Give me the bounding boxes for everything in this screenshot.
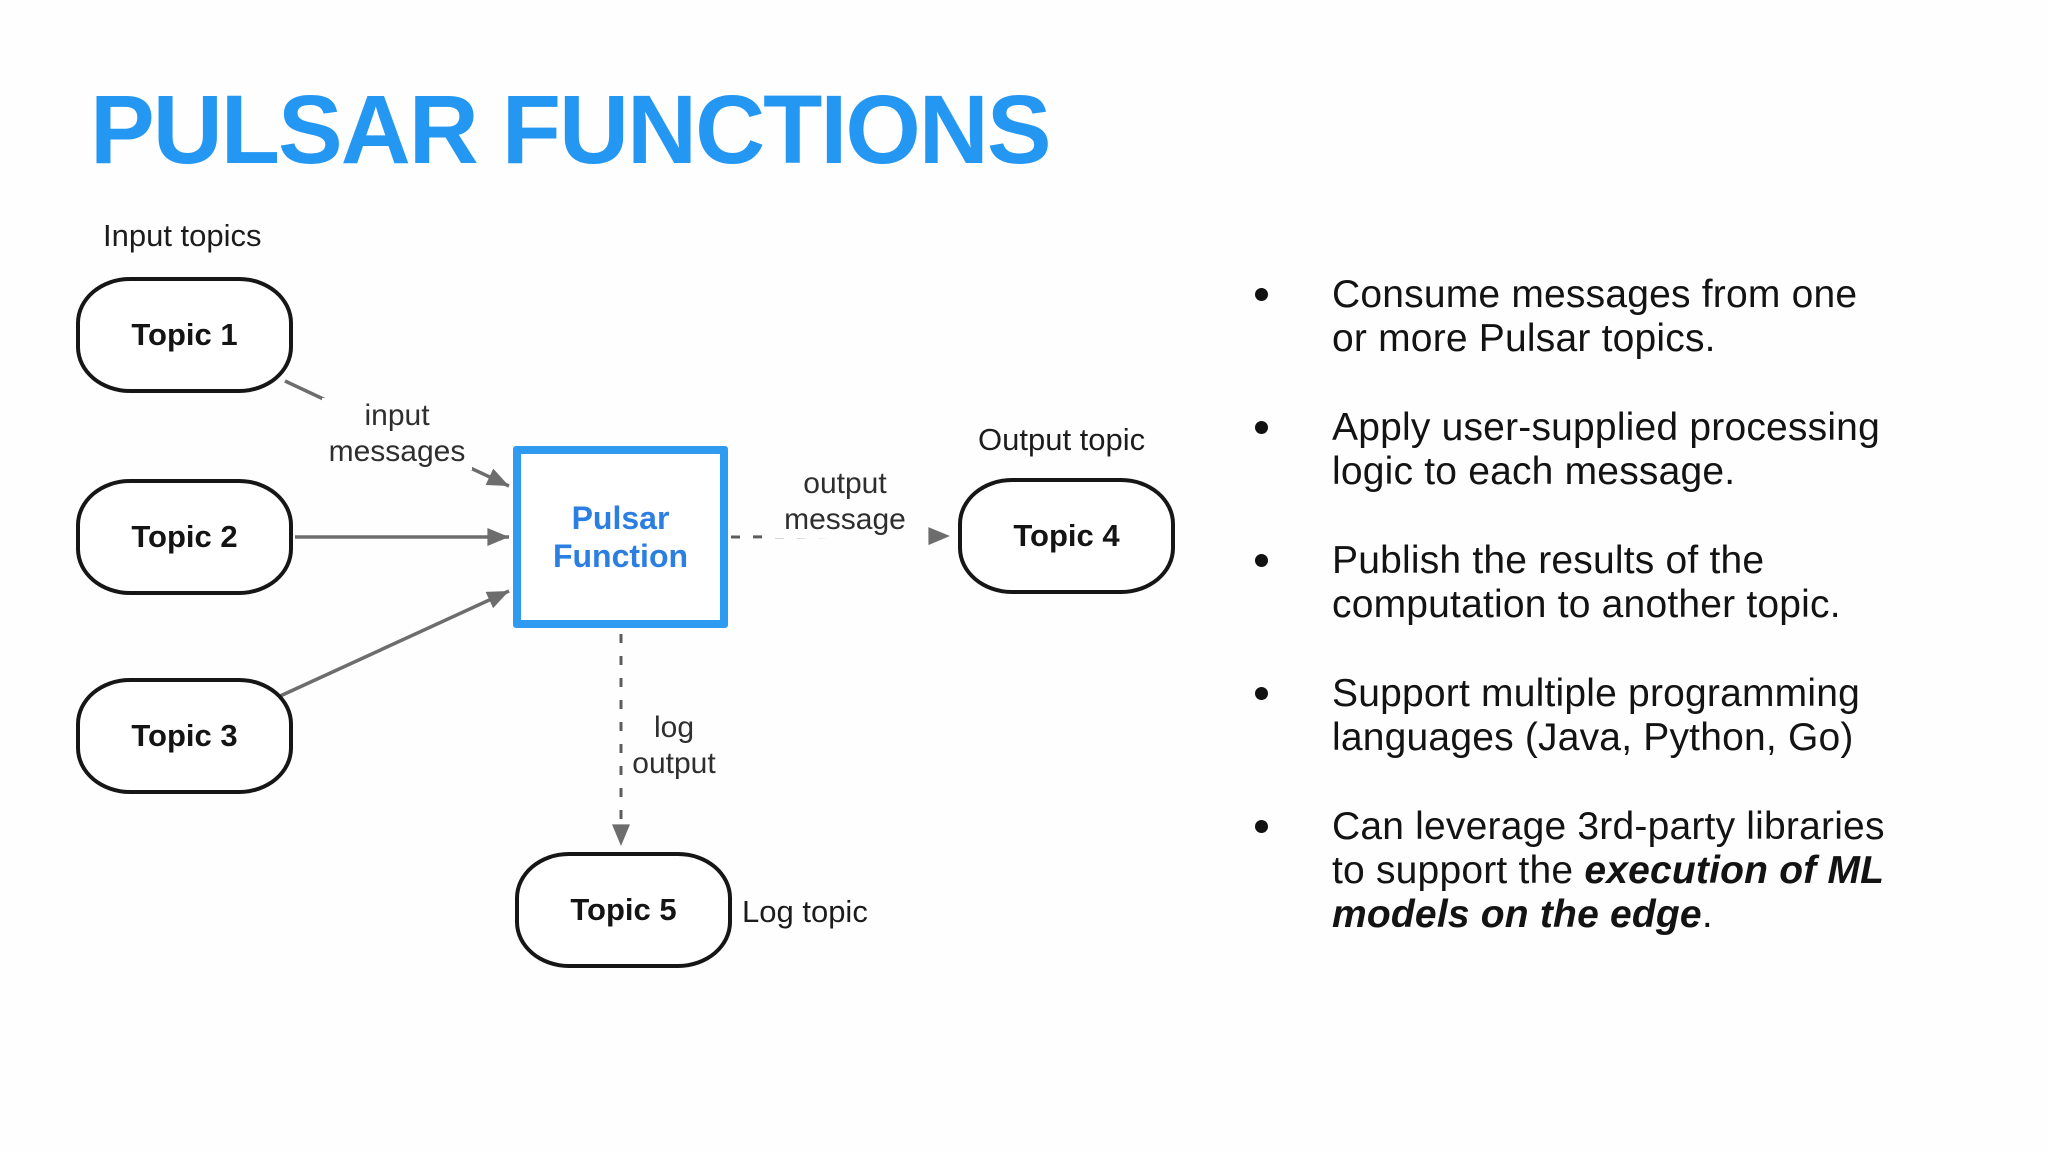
log-output-edge-label: log output (628, 710, 720, 782)
output-topic-label: Output topic (978, 422, 1146, 457)
bullet-dot-icon (1255, 421, 1268, 434)
input-messages-edge-label: input messages (322, 398, 472, 470)
node-topic-4: Topic 4 (958, 478, 1175, 594)
node-topic-1: Topic 1 (76, 277, 293, 393)
bullet-dot-icon (1255, 288, 1268, 301)
log-topic-label: Log topic (742, 894, 868, 929)
node-topic-5: Topic 5 (515, 852, 732, 968)
node-topic-3: Topic 3 (76, 678, 293, 794)
output-message-edge-label: output message (770, 466, 920, 538)
input-topics-label: Input topics (103, 218, 262, 253)
bullet-dot-icon (1255, 820, 1268, 833)
pulsar-function-label: Pulsar Function (552, 500, 689, 574)
bullet-dot-icon (1255, 687, 1268, 700)
bullet-dot-icon (1255, 554, 1268, 567)
node-pulsar-function: Pulsar Function (513, 446, 728, 628)
page-title: PULSAR FUNCTIONS (90, 75, 1052, 184)
arrow-topic3-to-function (277, 589, 510, 699)
node-topic-2: Topic 2 (76, 479, 293, 595)
